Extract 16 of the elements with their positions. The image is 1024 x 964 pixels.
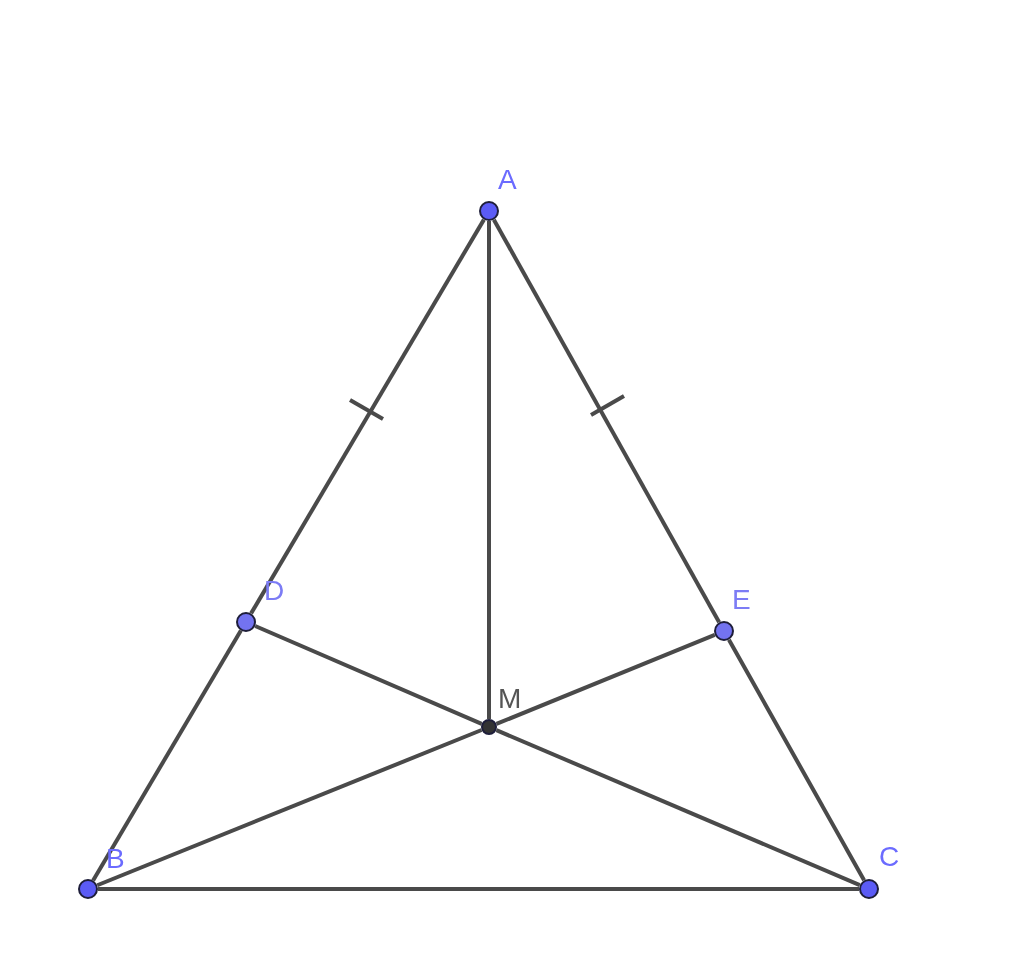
point-label: E [732,586,751,614]
point-label: D [264,577,285,605]
point-label: A [498,166,517,194]
point-label: B [106,845,125,873]
line-segment [495,632,716,726]
line-segment [98,887,859,891]
line-segment [254,624,483,726]
point-label: C [879,843,900,871]
line-segment [727,638,866,882]
line-segment [487,221,491,719]
point-label: M [498,685,522,713]
line-segment [495,728,861,887]
line-segment [96,728,483,888]
line-segment [91,629,243,882]
line-segment [249,218,486,615]
line-segment [492,218,721,624]
